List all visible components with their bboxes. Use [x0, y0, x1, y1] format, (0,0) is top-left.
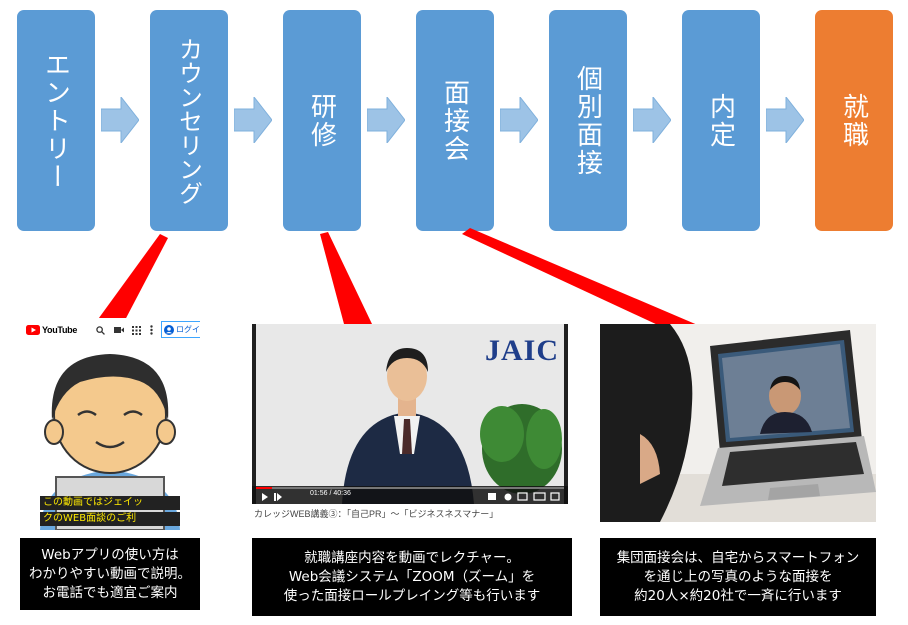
- step-job-offer: 内定: [682, 10, 760, 231]
- caption-line: 就職講座内容を動画でレクチャー。: [304, 549, 520, 566]
- step-entry: エントリー: [17, 10, 95, 231]
- caption-web-app: Webアプリの使い方は わかりやすい動画で説明。 お電話でも適宜ご案内: [20, 538, 200, 610]
- caption-interview-event: 集団面接会は、自宅からスマートフォン を通じ上の写真のような面接を 約20人×約…: [600, 538, 876, 616]
- pointer-training: [320, 232, 372, 324]
- search-icon[interactable]: [96, 326, 105, 335]
- step-employment: 就職: [815, 10, 893, 231]
- online-interview-photo: [600, 324, 876, 522]
- youtube-logo-icon: [26, 325, 40, 335]
- youtube-screenshot: YouTube ログイ この動画ではジェイッ クのWEB面談のご利: [20, 318, 200, 530]
- pointer-interview-event: [462, 228, 700, 326]
- apps-grid-icon[interactable]: [132, 326, 141, 335]
- pointer-counseling: [96, 234, 168, 322]
- arrow-right-icon: [367, 97, 405, 143]
- video-timestamp: 01:56 / 40:36: [310, 490, 351, 497]
- caption-line: わかりやすい動画で説明。: [29, 565, 191, 582]
- video-title[interactable]: カレッジWEB講義③：「自己PR」～「ビジネスネスマナー」: [254, 509, 499, 519]
- subtitle-line: この動画ではジェイッ: [40, 496, 180, 510]
- camera-icon[interactable]: [114, 326, 124, 334]
- arrow-right-icon: [101, 97, 139, 143]
- video-frame: [252, 324, 568, 504]
- step-training: 研修: [283, 10, 361, 231]
- caption-line: 約20人×約20社で一斉に行います: [634, 587, 842, 604]
- video-subtitle: この動画ではジェイッ クのWEB面談のご利: [40, 496, 180, 526]
- account-icon: [164, 324, 174, 335]
- step-counseling: カウンセリング: [150, 10, 228, 231]
- lecture-video[interactable]: JAIC 01:56 / 40:36 カレッジWEB講義③：「自己PR」～「ビジ…: [252, 324, 568, 520]
- step-individual-interview: 個別面接: [549, 10, 627, 231]
- arrow-right-icon: [500, 97, 538, 143]
- caption-line: 使った面接ロールプレイング等も行います: [283, 587, 541, 604]
- youtube-header: YouTube ログイ: [20, 318, 200, 343]
- step-interview-event: 面接会: [416, 10, 494, 231]
- login-label: ログイ: [176, 325, 200, 334]
- laptop-interview-image: [600, 324, 876, 522]
- more-vert-icon[interactable]: [150, 325, 153, 335]
- login-button[interactable]: ログイ: [161, 321, 200, 338]
- caption-line: Web会議システム「ZOOM（ズーム」を: [288, 568, 536, 585]
- caption-line: 集団面接会は、自宅からスマートフォン: [616, 549, 860, 566]
- caption-training: 就職講座内容を動画でレクチャー。 Web会議システム「ZOOM（ズーム」を 使っ…: [252, 538, 572, 616]
- caption-line: お電話でも適宜ご案内: [42, 584, 178, 601]
- arrow-right-icon: [633, 97, 671, 143]
- youtube-logo-text: YouTube: [42, 325, 78, 335]
- arrow-right-icon: [234, 97, 272, 143]
- arrow-right-icon: [766, 97, 804, 143]
- subtitle-line: クのWEB面談のご利: [40, 512, 180, 526]
- caption-line: を通じ上の写真のような面接を: [643, 568, 833, 585]
- caption-line: Webアプリの使い方は: [41, 546, 179, 563]
- jaic-logo: JAIC: [485, 334, 560, 367]
